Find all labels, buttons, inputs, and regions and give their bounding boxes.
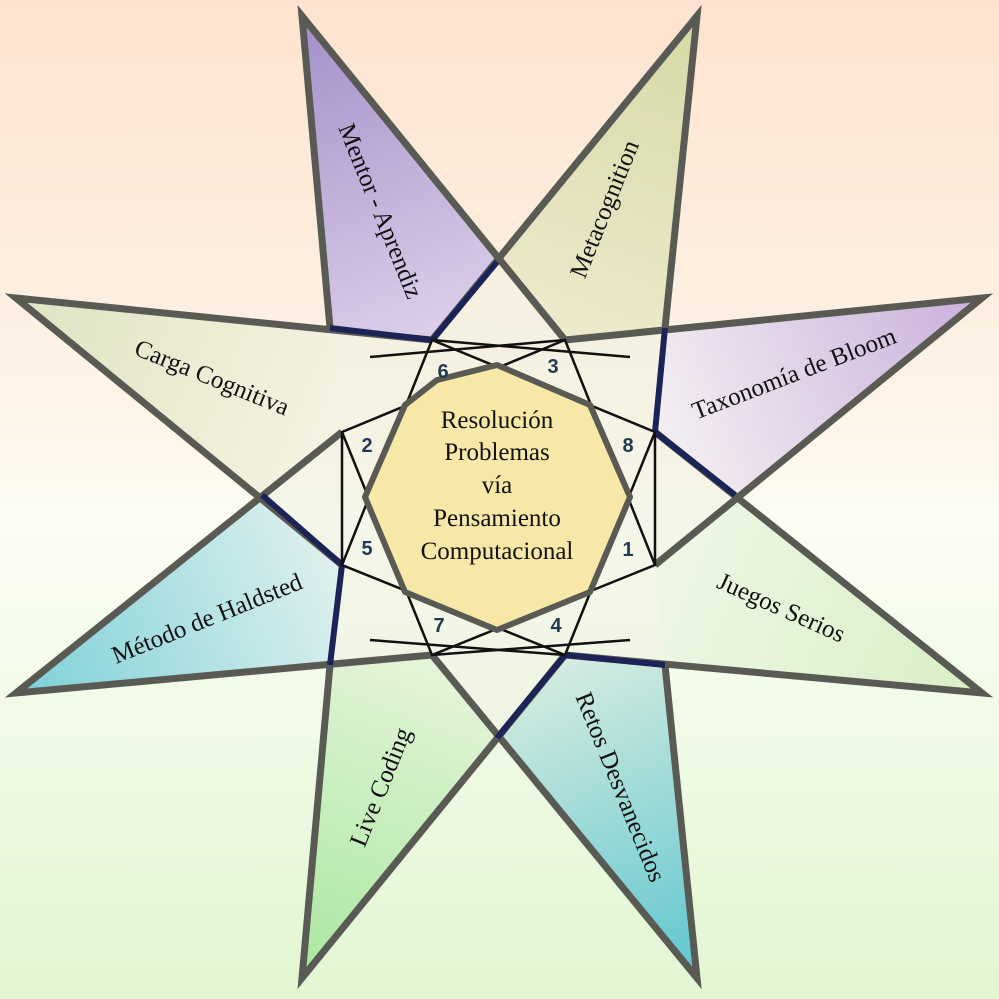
ray-fill-taxonomia xyxy=(655,298,982,495)
ray-fill-metacognition xyxy=(497,16,697,340)
accent-retos-1 xyxy=(564,652,666,668)
accent-taxonomia-2 xyxy=(653,429,737,498)
inner-line-2 xyxy=(369,338,566,359)
accent-mentor-1 xyxy=(329,325,433,343)
section-numbers: 6 3 2 8 5 1 7 4 xyxy=(361,356,633,637)
accent-retos-2 xyxy=(494,653,568,740)
inner-line-3 xyxy=(431,638,631,657)
center-line-2: Problemas xyxy=(444,439,550,466)
inner-line-4 xyxy=(369,638,566,657)
ray-fill-juegos xyxy=(655,495,982,693)
outline-taxonomia xyxy=(564,293,994,568)
center-title: Resolución Problemas vía Pensamiento Com… xyxy=(421,407,574,565)
number-5: 5 xyxy=(361,538,372,560)
outline-juegos xyxy=(564,429,994,698)
ray-fills xyxy=(16,16,982,978)
outline-haldsted xyxy=(4,429,433,698)
ray-fill-live xyxy=(302,655,497,978)
number-4: 4 xyxy=(550,615,562,637)
center-line-1: Resolución xyxy=(441,407,554,434)
outline-metacognition xyxy=(429,4,702,343)
ray-fill-carga xyxy=(16,298,342,495)
ray-fill-haldsted xyxy=(16,495,342,693)
center-line-3: vía xyxy=(482,472,513,499)
number-7: 7 xyxy=(433,615,444,637)
number-8: 8 xyxy=(622,435,633,457)
accent-taxonomia-1 xyxy=(652,327,668,433)
ray-fill-mentor xyxy=(302,16,497,340)
star-outlines xyxy=(4,4,994,990)
accent-haldsted-1 xyxy=(260,492,344,568)
accent-mentor-2 xyxy=(429,260,500,342)
number-6: 6 xyxy=(437,361,448,383)
number-1: 1 xyxy=(622,539,633,561)
number-2: 2 xyxy=(361,435,372,457)
number-3: 3 xyxy=(547,356,558,378)
outline-live xyxy=(297,652,568,990)
outline-retos xyxy=(429,652,702,990)
inner-line-1 xyxy=(431,338,631,359)
outline-mentor xyxy=(297,4,568,343)
center-octagon xyxy=(362,362,633,633)
accent-haldsted-2 xyxy=(327,564,345,666)
ray-fill-retos xyxy=(497,655,697,978)
outline-carga xyxy=(4,293,433,568)
center-line-5: Computacional xyxy=(421,538,574,565)
accent-lines xyxy=(260,260,737,740)
center-line-4: Pensamiento xyxy=(433,505,561,532)
